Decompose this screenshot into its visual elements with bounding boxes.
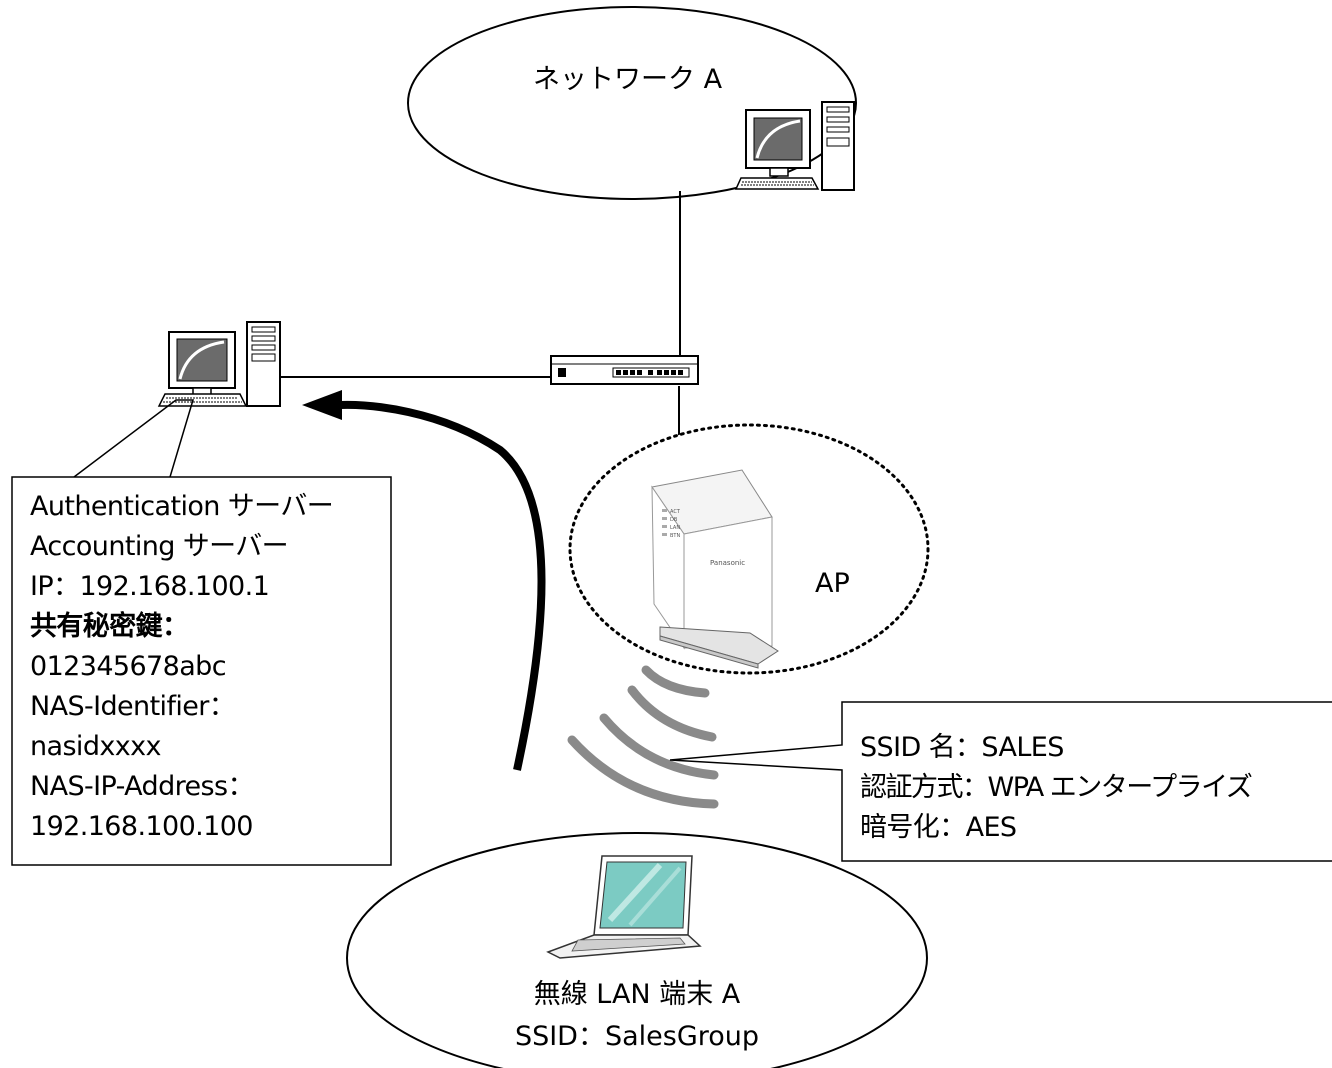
server-info-line: IP：192.168.100.1 [30,571,270,602]
server-callout-pointer [73,399,195,478]
access-point-device-icon: ACT DB LAN BTN Panasonic [651,469,779,669]
ap-led-label: BTN [670,533,680,539]
server-info-line: NAS-Identifier： [30,691,236,722]
server-info-line: 192.168.100.100 [30,811,253,842]
wireless-signal-icon [567,665,719,809]
laptop-icon [546,855,702,959]
client-name-label: 無線 LAN 端末 A [533,979,741,1010]
server-info-line: NAS-IP-Address： [30,771,254,802]
network-pc-icon [734,101,855,191]
server-info-line: 共有秘密鍵： [30,611,189,642]
network-a-label: ネットワーク A [533,64,723,95]
auth-flow-arrowhead [302,390,342,420]
ap-brand-label: Panasonic [710,559,745,567]
server-info-text: Authentication サーバー Accounting サーバー IP：1… [30,487,334,847]
ssid-info-text: SSID 名：SALES 認証方式：WPA エンタープライズ 暗号化：AES [860,728,1253,848]
auth-server-pc-icon [157,321,281,407]
client-ssid-label: SSID：SalesGroup [514,1021,760,1052]
network-switch-icon [550,355,699,385]
ap-led-label: DB [670,517,678,523]
ap-led-label: LAN [670,525,680,531]
server-info-line: nasidxxxx [30,731,161,762]
ssid-info-line: SSID 名：SALES [860,732,1064,763]
network-a-ellipse [407,6,857,200]
ap-label: AP [815,568,850,599]
auth-flow-arrow [339,400,546,771]
ssid-callout-outline [669,701,1332,862]
server-info-line: Authentication サーバー [30,491,334,522]
server-info-line: 012345678abc [30,651,227,682]
ssid-info-line: 暗号化：AES [860,812,1017,843]
ssid-info-line: 認証方式：WPA エンタープライズ [860,772,1253,803]
server-info-line: Accounting サーバー [30,531,289,562]
server-info-box [11,476,392,866]
ap-led-label: ACT [670,509,681,515]
